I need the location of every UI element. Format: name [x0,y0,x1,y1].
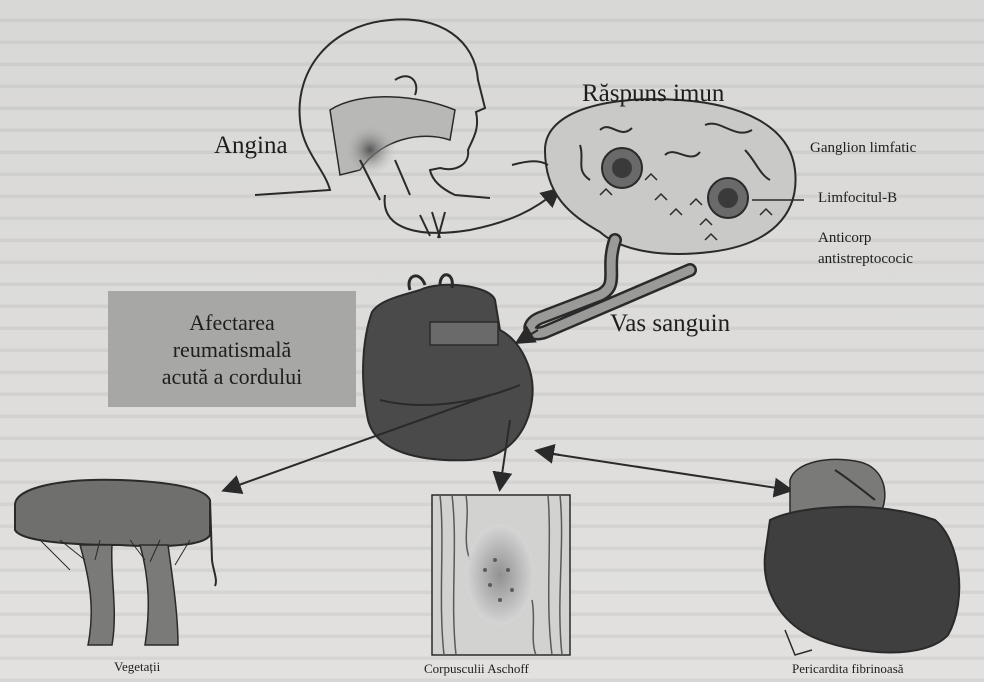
label-immune-response: Răspuns imun [582,80,724,108]
lymph-node [512,99,796,254]
label-angina: Angina [214,132,288,160]
aschoff-illustration [432,495,570,655]
label-lymph-node: Ganglion limfatic [810,140,916,157]
label-fibrinous-pericarditis: Pericardita fibrinoasă [792,661,904,677]
heart-to-pericarditis-arrow [538,451,790,490]
throat-region [330,97,455,200]
label-b-lymphocyte: Limfocitul-B [818,190,897,207]
label-antibody-line2: antistreptococic [818,251,913,268]
label-antibody-line1: Anticorp [818,230,871,247]
heart-panel-line1: Afectarea [189,309,274,336]
vegetations-illustration [15,480,216,645]
label-blood-vessel: Vas sanguin [610,310,730,338]
heart-damage-panel: Afectarea reumatismală acută a cordului [108,291,356,407]
heart-panel-line2: reumatismală [173,336,292,363]
label-vegetations: Vegetații [114,659,160,675]
label-aschoff-bodies: Corpusculii Aschoff [424,661,529,677]
heart-panel-line3: acută a cordului [162,363,303,390]
pericarditis-illustration [765,459,960,655]
lymph-branch [420,212,445,238]
